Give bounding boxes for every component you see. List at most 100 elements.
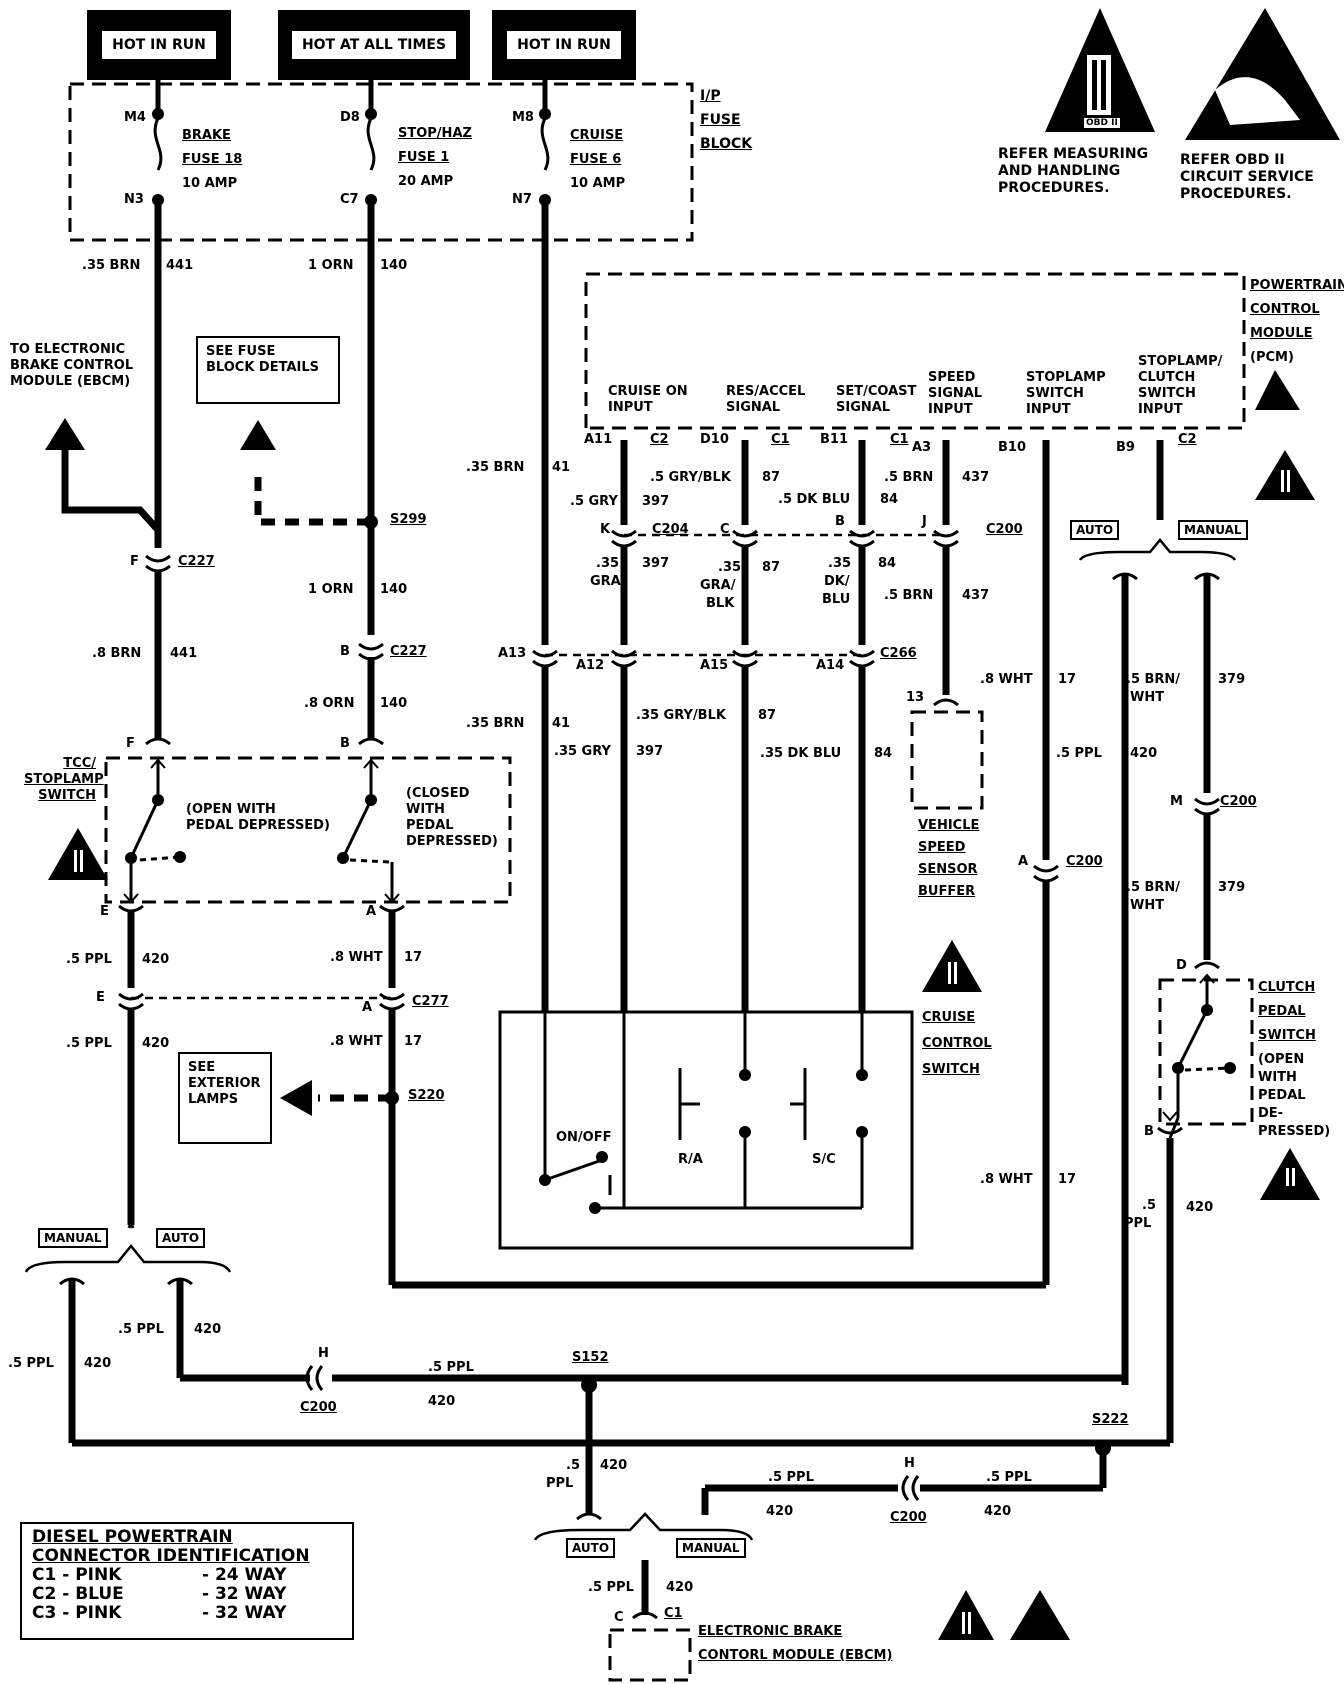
ebcm-title-2: CONTORL MODULE (EBCM) <box>698 1648 893 1663</box>
pin-label: D <box>1176 958 1187 973</box>
wire-label: PPL <box>546 1476 574 1491</box>
wire-circuit: 397 <box>642 556 670 571</box>
wire-circuit: 420 <box>1186 1200 1214 1215</box>
connector-c266: C266 <box>880 646 917 661</box>
fuse-18-top-pin: M4 <box>124 110 146 125</box>
wire-label: .8 WHT <box>980 1172 1033 1187</box>
legend-title-1: DIESEL POWERTRAIN <box>32 1527 233 1547</box>
connector-c204: C204 <box>652 522 689 537</box>
manual-tag-top: MANUAL <box>1178 520 1248 540</box>
wire-circuit: 420 <box>766 1504 794 1519</box>
wire-label: .5 PPL <box>66 1036 112 1051</box>
fuse-1-rating: 20 AMP <box>398 174 454 189</box>
cruise-switch-box <box>498 1010 914 1250</box>
wire-circuit: 84 <box>878 556 897 571</box>
wire-circuit: 397 <box>636 744 664 759</box>
connector-legend: DIESEL POWERTRAIN CONNECTOR IDENTIFICATI… <box>20 1522 354 1640</box>
fuse-6-rating: 10 AMP <box>570 176 626 191</box>
fuse-18-fuse: FUSE 18 <box>182 152 243 167</box>
pcm-pin-b10: B10 <box>998 440 1026 455</box>
pin-label: B <box>340 644 350 659</box>
wire-circuit: 420 <box>194 1322 222 1337</box>
connector-c200-a: C200 <box>1066 854 1103 869</box>
wire-label: .8 WHT <box>330 950 383 965</box>
pcm-pin-a11: A11 <box>584 432 613 447</box>
wire-circuit: 17 <box>404 1034 423 1049</box>
wire-label: .5 GRY <box>570 494 618 509</box>
pin-label: E <box>96 990 105 1005</box>
pin-label: A12 <box>576 658 605 673</box>
wire-label: .5 PPL <box>768 1470 814 1485</box>
hot-in-run-label-1: HOT IN RUN <box>87 10 231 80</box>
wire-circuit: 140 <box>380 582 408 597</box>
wire-label: .5 PPL <box>66 952 112 967</box>
clutch-switch-note-4: DE- <box>1258 1106 1284 1121</box>
legend-title-2: CONNECTOR IDENTIFICATION <box>32 1546 310 1566</box>
wire-circuit: 420 <box>84 1356 112 1371</box>
pcm-pin-b9: B9 <box>1116 440 1135 455</box>
cruise-sc-label: S/C <box>812 1152 836 1167</box>
pcm-input-stoplamp: STOPLAMP SWITCH INPUT <box>1026 370 1106 417</box>
pcm-input-cruise-on: CRUISE ON INPUT <box>608 384 688 415</box>
legend-row: C2 - BLUE- 32 WAY <box>32 1585 342 1604</box>
pcm-title-2: CONTROL <box>1250 302 1320 317</box>
cruise-switch-title-3: SWITCH <box>922 1062 980 1077</box>
hot-at-all-times-label: HOT AT ALL TIMES <box>278 10 470 80</box>
fuse-block-title-2: FUSE <box>700 112 741 128</box>
pin-label: B <box>340 736 350 751</box>
wire-label: BLK <box>706 596 735 611</box>
to-ebcm-label: TO ELECTRONIC BRAKE CONTROL MODULE (EBCM… <box>10 342 134 389</box>
see-exterior-lamps[interactable]: SEE EXTERIOR LAMPS <box>178 1052 272 1144</box>
wire-circuit: 441 <box>170 646 198 661</box>
pcm-conn-c2-b: C2 <box>1178 432 1197 447</box>
cruise-ra-label: R/A <box>678 1152 703 1167</box>
wire-circuit: 437 <box>962 470 990 485</box>
wire-circuit: 41 <box>552 716 571 731</box>
legend-ways: - 24 WAY <box>202 1565 287 1585</box>
wire-label: .5 PPL <box>1056 746 1102 761</box>
wire-circuit: 41 <box>552 460 571 475</box>
splice-s222: S222 <box>1092 1412 1129 1427</box>
connector-c200-h: C200 <box>300 1400 337 1415</box>
tcc-switch-closed-note: (CLOSED WITH PEDAL DEPRESSED) <box>406 786 498 849</box>
see-fuse-block-details[interactable]: SEE FUSE BLOCK DETAILS <box>196 336 340 404</box>
wire-label: GRA/ <box>700 578 736 593</box>
pin-label: F <box>130 554 139 569</box>
clutch-switch-note-3: PEDAL <box>1258 1088 1306 1103</box>
auto-tag-left: AUTO <box>156 1228 206 1248</box>
legend-ways: - 32 WAY <box>202 1603 287 1623</box>
wire-label: .5 PPL <box>8 1356 54 1371</box>
legend-conn: C1 - PINK <box>32 1565 122 1585</box>
fuse-1-name: STOP/HAZ <box>398 126 472 141</box>
wire-label: .35 BRN <box>466 716 525 731</box>
pin-label: B <box>1144 1124 1154 1139</box>
fuse-6-name: CRUISE <box>570 128 624 143</box>
wire-label: WHT <box>1130 690 1165 705</box>
measuring-warning-text: REFER MEASURING AND HANDLING PROCEDURES. <box>998 146 1149 196</box>
tcc-switch-open-note: (OPEN WITH PEDAL DEPRESSED) <box>186 802 330 833</box>
pin-label: A <box>366 904 377 919</box>
wire-label: .5 DK BLU <box>778 492 851 507</box>
wire-circuit: 441 <box>166 258 194 273</box>
wire-circuit: 420 <box>428 1394 456 1409</box>
pin-label: A <box>362 1000 373 1015</box>
wire-circuit: 379 <box>1218 672 1246 687</box>
wire-label: .35 BRN <box>82 258 141 273</box>
cruise-on-off-label: ON/OFF <box>556 1130 612 1145</box>
pcm-conn-c1-a: C1 <box>771 432 790 447</box>
wire-label: DK/ <box>824 574 850 589</box>
hot-in-run-label-2: HOT IN RUN <box>492 10 636 80</box>
wire-label: .5 BRN/ <box>1126 880 1181 895</box>
wire-circuit: 87 <box>758 708 777 723</box>
wire-circuit: 420 <box>142 952 170 967</box>
wire-label: .5 PPL <box>428 1360 474 1375</box>
pin-label: A14 <box>816 658 845 673</box>
connector-c227: C227 <box>178 554 215 569</box>
fuse-18-bottom-pin: N3 <box>124 192 144 207</box>
wire-circuit: 420 <box>666 1580 694 1595</box>
wire-circuit: 420 <box>984 1504 1012 1519</box>
wire-label: .5 GRY/BLK <box>650 470 731 485</box>
fuse-18-rating: 10 AMP <box>182 176 238 191</box>
wire-circuit: 17 <box>404 950 423 965</box>
wire-circuit: 420 <box>600 1458 628 1473</box>
